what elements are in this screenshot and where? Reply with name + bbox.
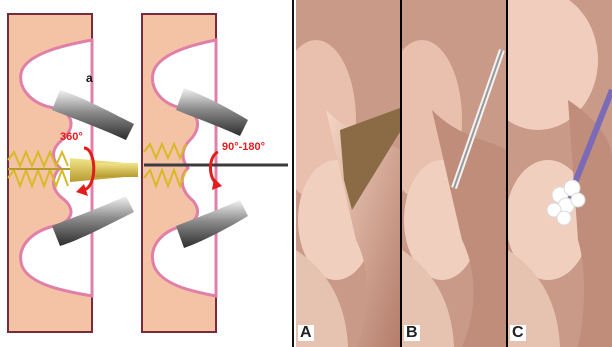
photo-b [402,0,506,347]
photo-a [296,0,400,347]
tissue-block-2 [142,14,216,332]
photo-label-b: B [404,325,420,341]
photo-label-a: A [298,325,314,341]
cervical-canal-diagram: a 360° 90°-180° [0,0,294,347]
diagram-canvas: a 360° 90°-180° [0,0,294,347]
rotation-label-360: 360° [60,131,83,143]
photo-label-c: C [510,325,526,341]
label-a: a [86,71,93,85]
photo-strip: A B C [296,0,612,347]
photo-c [508,0,612,347]
rotation-label-90-180: 90°-180° [222,141,265,153]
